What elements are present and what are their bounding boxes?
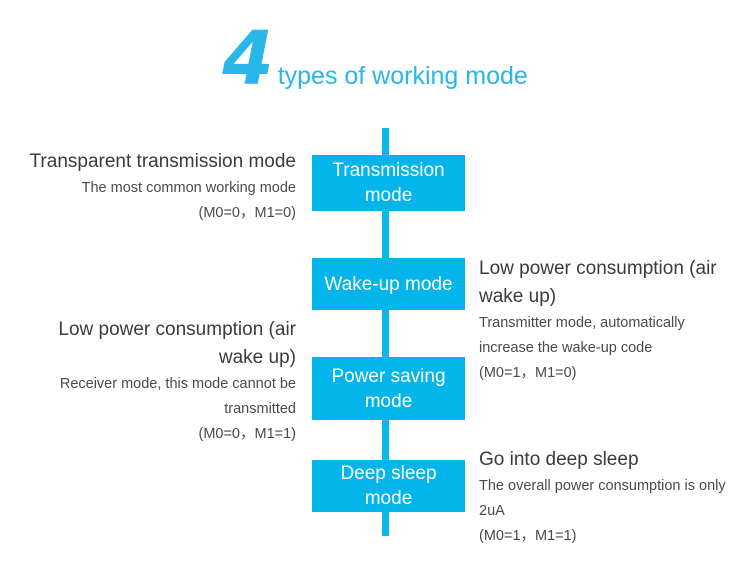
description-heading: Transparent transmission mode — [29, 151, 296, 172]
description-wake-up: Low power consumption (air wake up) Tran… — [479, 255, 741, 386]
mode-box-power-saving[interactable]: Power saving mode — [312, 357, 465, 420]
mode-box-transmission[interactable]: Transmission mode — [312, 155, 465, 211]
description-subtitle: The overall power consumption is only 2u… — [479, 478, 726, 519]
description-heading: Go into deep sleep — [479, 449, 639, 470]
description-transmission: Transparent transmission mode The most c… — [10, 148, 296, 226]
description-subtitle: Receiver mode, this mode cannot be trans… — [59, 376, 296, 417]
description-params: (M0=1，M1=1) — [479, 528, 577, 544]
description-heading: Low power consumption (air wake up) — [58, 319, 296, 368]
description-subtitle: Transmitter mode, automatically increase… — [479, 315, 685, 356]
mode-box-wake-up[interactable]: Wake-up mode — [312, 258, 465, 310]
description-params: (M0=1，M1=0) — [479, 365, 577, 381]
description-deep-sleep: Go into deep sleep The overall power con… — [479, 446, 741, 549]
title-text: types of working mode — [277, 62, 528, 90]
description-params: (M0=0，M1=0) — [198, 205, 296, 221]
mode-box-deep-sleep[interactable]: Deep sleep mode — [312, 460, 465, 512]
flow-spine-connector — [382, 128, 389, 536]
description-power-saving: Low power consumption (air wake up) Rece… — [10, 316, 296, 447]
description-subtitle: The most common working mode — [81, 180, 296, 196]
description-heading: Low power consumption (air wake up) — [479, 258, 717, 307]
title-number: 4 — [222, 16, 273, 102]
description-params: (M0=0，M1=1) — [198, 426, 296, 442]
